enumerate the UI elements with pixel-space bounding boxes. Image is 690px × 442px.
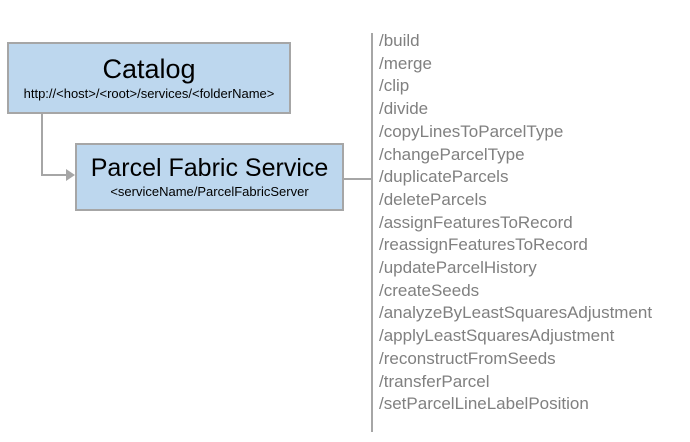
endpoint-item: /reconstructFromSeeds — [379, 348, 556, 368]
service-to-endpoints-connector — [343, 178, 372, 180]
catalog-box-subtitle: http://<host>/<root>/services/<folderNam… — [23, 85, 275, 101]
arrow-horizontal-segment — [41, 174, 67, 176]
endpoint-item: /merge — [379, 53, 432, 73]
endpoint-item: /assignFeaturesToRecord — [379, 212, 573, 232]
endpoint-item: /build — [379, 31, 420, 50]
endpoint-item: /copyLinesToParcelType — [379, 121, 564, 141]
arrow-head-icon — [66, 169, 75, 181]
catalog-box: Catalog http://<host>/<root>/services/<f… — [7, 42, 291, 114]
endpoints-separator-line — [371, 33, 373, 432]
endpoint-item: /clip — [379, 76, 410, 96]
parcel-fabric-service-box: Parcel Fabric Service <serviceName/Parce… — [75, 143, 344, 211]
endpoint-item: /applyLeastSquaresAdjustment — [379, 326, 615, 346]
endpoint-item: /createSeeds — [379, 280, 480, 300]
parcel-fabric-service-title: Parcel Fabric Service — [90, 153, 329, 182]
endpoint-item: /changeParcelType — [379, 144, 525, 164]
arrow-vertical-segment — [41, 114, 43, 176]
endpoint-item: /reassignFeaturesToRecord — [379, 235, 588, 255]
endpoint-item: /deleteParcels — [379, 189, 487, 209]
parcel-fabric-service-subtitle: <serviceName/ParcelFabricServer — [110, 183, 309, 199]
endpoints-list: /build/merge/clip/divide/copyLinesToParc… — [379, 30, 652, 416]
endpoint-item: /setParcelLineLabelPosition — [379, 394, 589, 414]
endpoint-item: /analyzeByLeastSquaresAdjustment — [379, 303, 653, 323]
endpoint-item: /transferParcel — [379, 371, 490, 391]
endpoint-item: /duplicateParcels — [379, 167, 509, 187]
endpoint-item: /updateParcelHistory — [379, 258, 537, 278]
catalog-box-title: Catalog — [102, 53, 196, 84]
endpoint-item: /divide — [379, 99, 429, 119]
